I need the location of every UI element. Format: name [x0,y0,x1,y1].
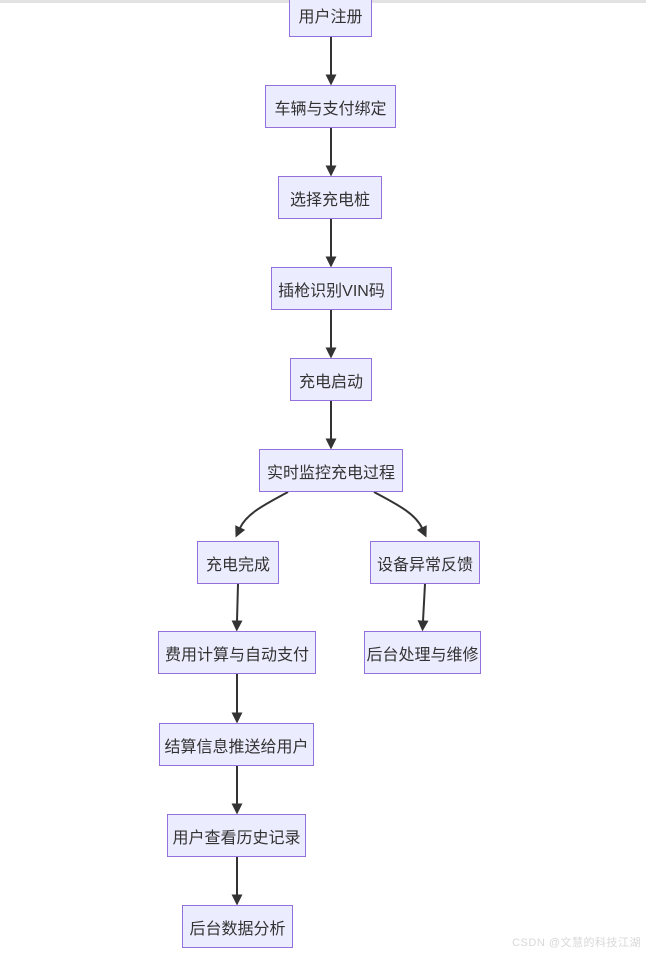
node-fee-auto-pay: 费用计算与自动支付 [158,631,316,674]
node-bind-payment: 车辆与支付绑定 [265,85,396,128]
node-settlement-push: 结算信息推送给用户 [159,723,314,766]
node-data-analysis: 后台数据分析 [182,905,293,948]
node-user-register: 用户注册 [289,0,372,37]
node-charge-start: 充电启动 [290,358,372,401]
node-charge-complete: 充电完成 [197,541,279,584]
csdn-watermark: CSDN @文慧的科技江湖 [512,937,641,949]
node-view-history: 用户查看历史记录 [167,814,306,857]
node-vin-recognition: 插枪识别VIN码 [271,267,392,310]
node-monitor: 实时监控充电过程 [259,449,403,492]
edge-complete-to-fee [231,583,243,632]
edge-error-to-repair [417,583,429,632]
edge-monitor-to-complete [235,491,289,538]
node-device-error: 设备异常反馈 [370,541,480,584]
node-select-pile: 选择充电桩 [278,176,382,219]
edge-monitor-to-error [373,491,427,538]
node-backend-repair: 后台处理与维修 [364,631,481,674]
